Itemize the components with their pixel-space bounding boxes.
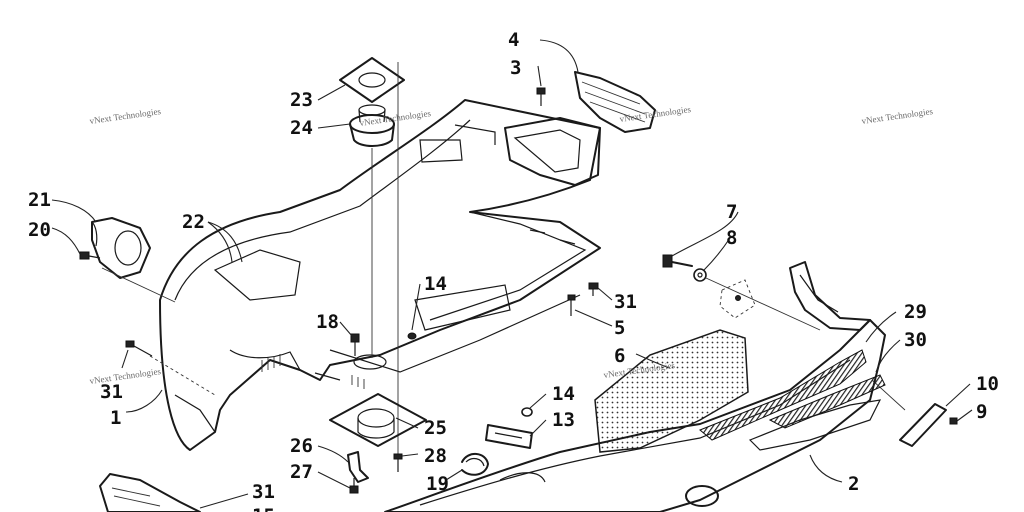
callout-20: 20 xyxy=(28,219,51,241)
screw-3 xyxy=(536,87,546,106)
callout-1: 1 xyxy=(110,407,121,429)
callout-15: 15 xyxy=(252,505,275,512)
boot-seal xyxy=(349,104,395,147)
gasket-plate xyxy=(339,57,405,103)
side-rail-assembly xyxy=(384,261,886,512)
clip-19 xyxy=(461,453,489,476)
callout-labels: 1 2 3 4 5 6 7 8 9 10 13 14 14 18 19 20 2… xyxy=(28,29,999,512)
insulation-panel xyxy=(594,329,749,453)
watermarks: vNext Technologies vNext Technologies vN… xyxy=(89,104,934,386)
callout-28: 28 xyxy=(424,445,447,467)
callout-29: 29 xyxy=(904,301,927,323)
nut-18 xyxy=(350,333,360,356)
watermark-4: vNext Technologies xyxy=(861,106,934,126)
screw-31-b xyxy=(125,340,153,357)
dash-upper-panel xyxy=(504,117,601,186)
callout-5: 5 xyxy=(614,317,625,339)
screw-31-a xyxy=(588,282,599,296)
callout-7: 7 xyxy=(726,201,737,223)
callout-23: 23 xyxy=(290,89,313,111)
callout-26: 26 xyxy=(290,435,313,457)
intake-boot xyxy=(91,217,151,279)
callout-27: 27 xyxy=(290,461,313,483)
callout-31-a: 31 xyxy=(614,291,637,313)
screw-9 xyxy=(949,417,958,425)
callout-19: 19 xyxy=(426,473,449,495)
callout-2: 2 xyxy=(848,473,859,495)
plate-10 xyxy=(899,403,947,447)
callout-30: 30 xyxy=(904,329,927,351)
watermark-2: vNext Technologies xyxy=(359,108,432,128)
washer-14-b xyxy=(521,407,533,417)
bolt-28 xyxy=(393,453,403,472)
callout-22: 22 xyxy=(182,211,205,233)
console-body xyxy=(159,99,601,451)
washer-8 xyxy=(693,268,707,282)
callout-31-c: 31 xyxy=(252,481,275,503)
screw-20 xyxy=(79,251,101,260)
screw-27 xyxy=(349,478,359,494)
lower-left-trim xyxy=(99,473,201,512)
callout-21: 21 xyxy=(28,189,51,211)
callout-10: 10 xyxy=(976,373,999,395)
callout-4: 4 xyxy=(508,29,519,51)
callout-14-a: 14 xyxy=(424,273,447,295)
callout-31-b: 31 xyxy=(100,381,123,403)
bolt-7 xyxy=(662,254,693,268)
watermark-1: vNext Technologies xyxy=(89,106,162,126)
callout-25: 25 xyxy=(424,417,447,439)
console-vent-slots xyxy=(261,354,365,389)
grommet-dashed xyxy=(719,279,756,319)
callout-6: 6 xyxy=(614,345,625,367)
washer-14-a xyxy=(407,332,417,340)
callout-3: 3 xyxy=(510,57,521,79)
callout-13: 13 xyxy=(552,409,575,431)
callout-18: 18 xyxy=(316,311,339,333)
leader-lines xyxy=(51,39,973,509)
rivet-5 xyxy=(567,294,576,316)
callout-9: 9 xyxy=(976,401,987,423)
lower-gasket-plate xyxy=(329,393,427,447)
bracket-26 xyxy=(347,451,369,483)
hand-grip xyxy=(574,71,656,133)
callout-24: 24 xyxy=(290,117,313,139)
callout-14-b: 14 xyxy=(552,383,575,405)
bracket-13 xyxy=(485,424,533,449)
watermark-3: vNext Technologies xyxy=(619,104,692,124)
callout-8: 8 xyxy=(726,227,737,249)
